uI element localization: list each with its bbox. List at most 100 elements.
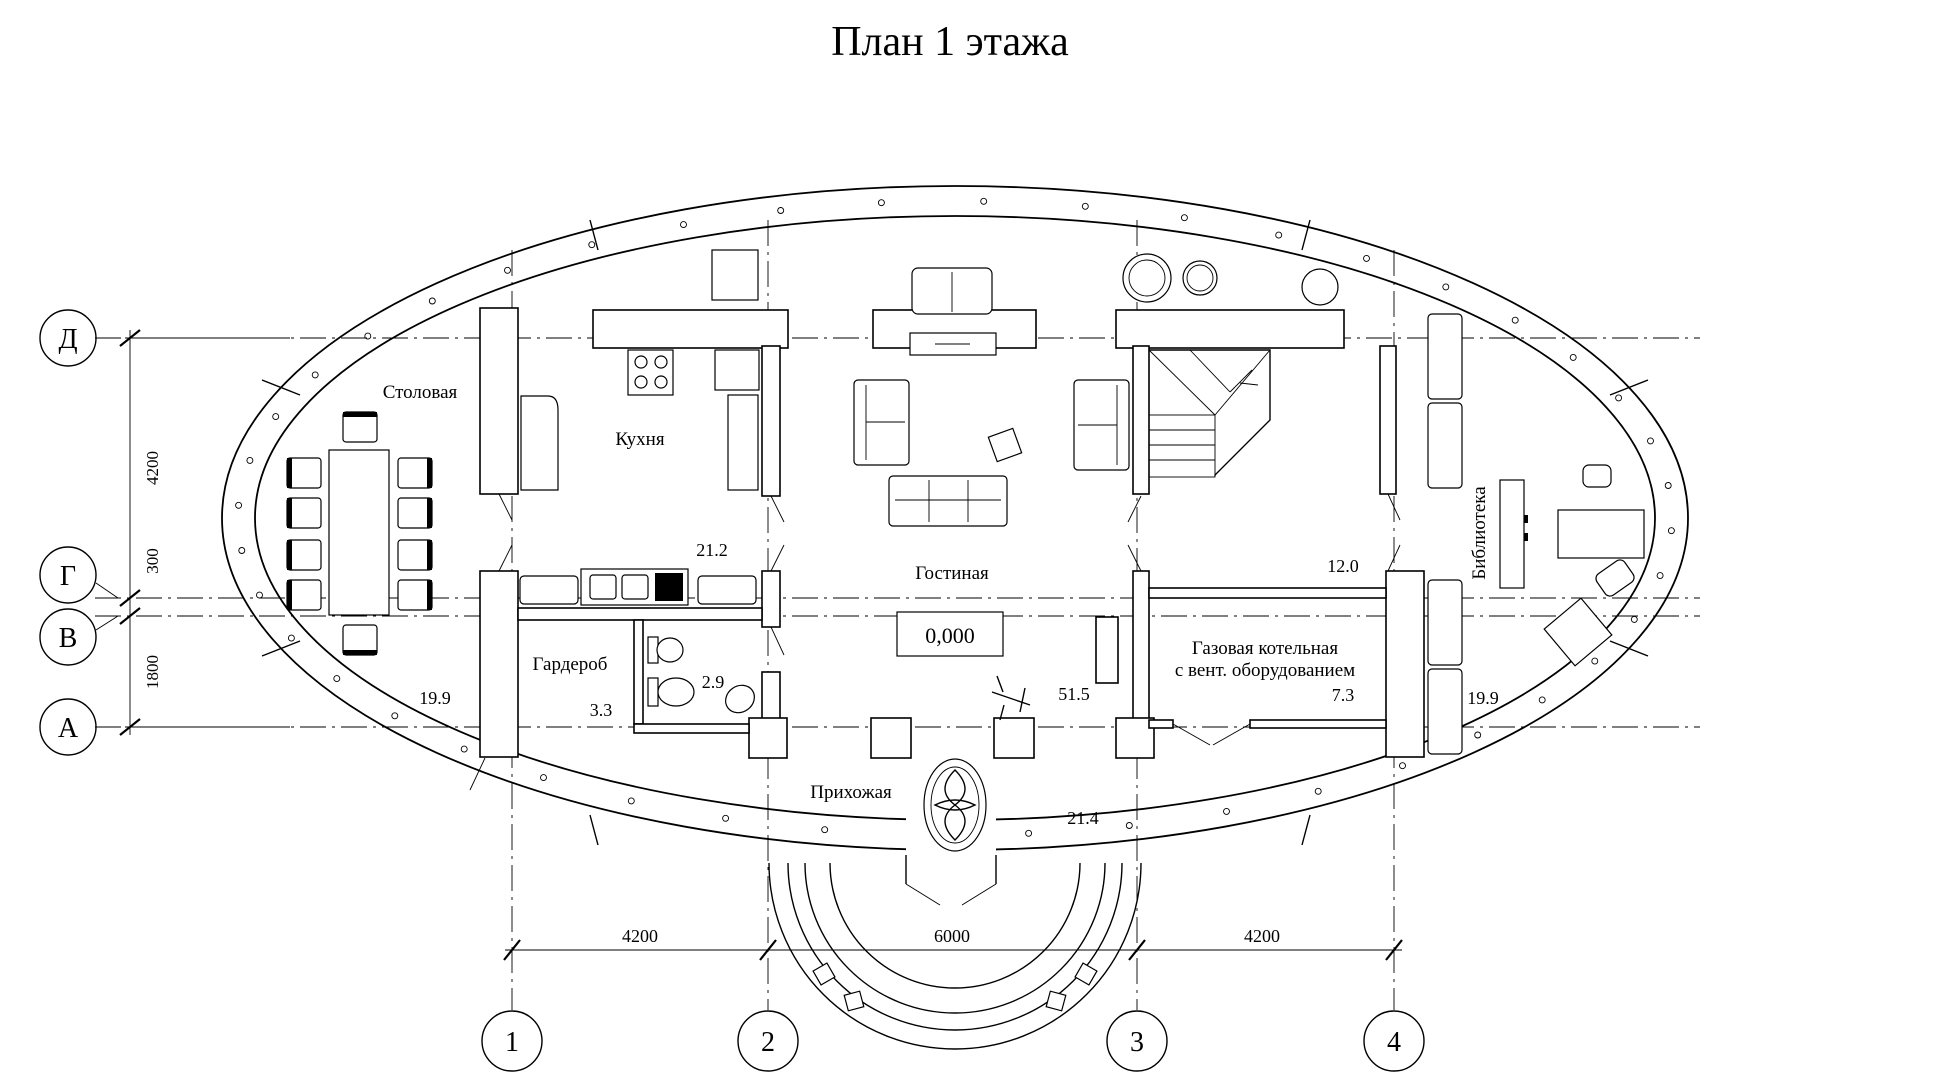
bookshelf xyxy=(1427,313,1463,400)
room-area-hall: 21.4 xyxy=(1067,808,1099,828)
svg-text:В: В xyxy=(59,623,78,654)
counter-left xyxy=(519,575,579,605)
axis-marker-g xyxy=(39,546,97,604)
wall-ring xyxy=(1474,731,1482,739)
level-mark-box xyxy=(896,611,1004,657)
room-area-library: 19.9 xyxy=(1467,688,1499,708)
dim-300-vertical: 300 xyxy=(143,548,162,574)
wall-ring xyxy=(364,332,372,340)
chair-icon xyxy=(342,624,378,656)
axis-marker-1 xyxy=(481,1010,543,1072)
axis-marker-3 xyxy=(1106,1010,1168,1072)
office-chair xyxy=(1595,559,1635,597)
sideboard xyxy=(520,395,559,491)
room-area-dining: 19.9 xyxy=(419,688,451,708)
wall-ring xyxy=(504,266,511,274)
chair-icon xyxy=(397,539,433,571)
library-furniture xyxy=(1427,313,1645,755)
axis-marker-2 xyxy=(737,1010,799,1072)
wall-ring xyxy=(238,547,246,554)
level-mark: 0,000 xyxy=(925,623,975,648)
wall-ring xyxy=(428,297,436,305)
room-area-wardrobe: 3.3 xyxy=(590,700,613,720)
dim-1800-vertical: 1800 xyxy=(143,655,162,689)
wall-ring xyxy=(1664,482,1672,489)
chair-icon xyxy=(286,539,322,571)
dining-table-set xyxy=(286,395,559,656)
room-name-boiler-line2: с вент. оборудованием xyxy=(1175,660,1355,681)
plan-title: План 1 этажа xyxy=(831,19,1069,65)
room-name-library: Библиотека xyxy=(1469,486,1490,580)
wall-ring xyxy=(272,413,280,421)
wall-ring xyxy=(246,456,254,464)
axis-marker-4 xyxy=(1363,1010,1425,1072)
room-name-hall: Прихожая xyxy=(810,782,892,803)
toilet-icon xyxy=(657,677,695,707)
porch-column xyxy=(1045,990,1067,1012)
sofa-bottom xyxy=(888,475,1008,527)
dimension-lines: 4200 300 1800 4200 6000 4200 xyxy=(119,329,1403,961)
chairs xyxy=(286,411,433,656)
wall-ring xyxy=(722,814,730,822)
wall-ring xyxy=(1223,807,1230,815)
svg-text:А: А xyxy=(58,713,79,744)
chair-icon xyxy=(397,457,433,489)
room-area-boiler: 7.3 xyxy=(1332,685,1355,705)
wall-ring xyxy=(391,712,399,720)
wc-fixtures xyxy=(647,636,755,714)
lectern xyxy=(1499,479,1525,589)
wall-ring xyxy=(1125,822,1133,829)
svg-text:Д: Д xyxy=(58,324,77,355)
chair-icon xyxy=(397,497,433,529)
dining-table xyxy=(328,449,390,616)
dim-4200-vertical: 4200 xyxy=(143,451,162,485)
room-name-living: Гостиная xyxy=(915,563,989,584)
hall-rug xyxy=(923,758,987,852)
staircase xyxy=(1148,349,1271,478)
sofa-left xyxy=(853,379,910,466)
room-labels: Столовая 19.9 Кухня 21.2 Гостиная 51.5 Г… xyxy=(383,382,1499,828)
svg-text:Г: Г xyxy=(60,561,76,592)
wall-ring xyxy=(1591,657,1599,665)
chair-icon xyxy=(342,411,378,443)
chair-icon xyxy=(397,579,433,611)
wall-ring xyxy=(1025,829,1033,837)
living-furniture: 0,000 xyxy=(853,267,1130,721)
chair-icon xyxy=(286,579,322,611)
svg-text:3: 3 xyxy=(1130,1027,1144,1058)
counter-right xyxy=(697,575,757,605)
room-area-kitchen: 21.2 xyxy=(696,540,728,560)
office-chair xyxy=(1582,464,1612,488)
wall-ring xyxy=(1081,202,1089,210)
wall-ring xyxy=(821,826,829,834)
bookshelf xyxy=(1427,579,1463,666)
wall-ring xyxy=(777,207,785,214)
room-name-wardrobe: Гардероб xyxy=(533,654,608,675)
cabinet xyxy=(727,394,759,491)
room-area-stair: 12.0 xyxy=(1327,556,1359,576)
chair-icon xyxy=(286,497,322,529)
porch-column xyxy=(1074,962,1098,986)
room-area-wc: 2.9 xyxy=(702,672,725,692)
stove xyxy=(627,349,674,396)
interior-walls xyxy=(479,307,1425,759)
svg-text:1: 1 xyxy=(505,1027,519,1058)
axis-marker-v xyxy=(39,608,97,666)
room-name-boiler-line1: Газовая котельная xyxy=(1192,638,1338,659)
wall-ring xyxy=(1314,787,1322,795)
wall-ring xyxy=(460,745,468,753)
wall-ring xyxy=(1656,572,1664,580)
wall-ring xyxy=(1511,316,1519,324)
room-name-kitchen: Кухня xyxy=(615,429,664,450)
wall-ring xyxy=(1399,762,1406,770)
wall-ring xyxy=(1442,283,1450,291)
side-table xyxy=(1543,597,1613,667)
porch-column xyxy=(812,962,836,986)
coffee-table xyxy=(987,427,1023,463)
kitchen-furniture xyxy=(519,249,760,606)
axis-marker-d xyxy=(39,309,97,367)
washbasin-icon xyxy=(725,684,755,714)
wall-ring xyxy=(287,634,295,642)
column-axis-markers: 1 2 3 4 xyxy=(481,1010,1425,1072)
